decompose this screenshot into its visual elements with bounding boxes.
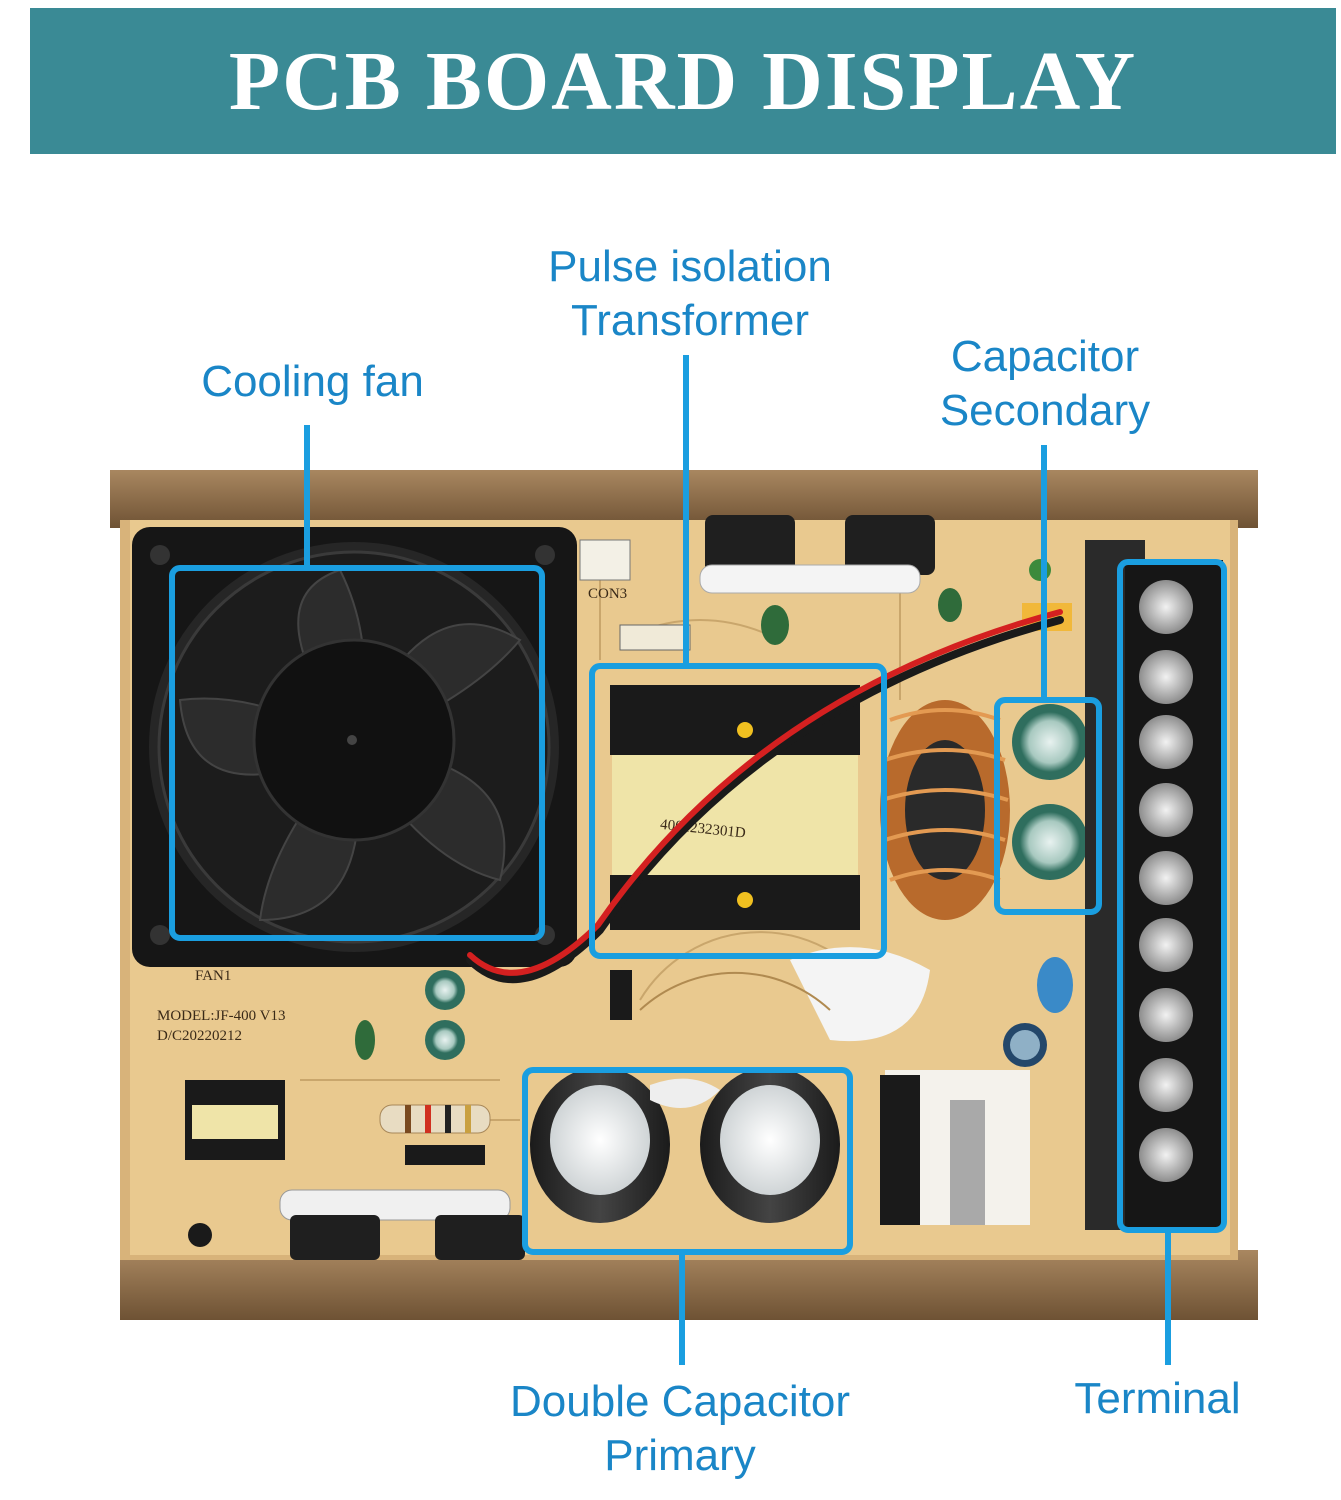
callout-box-capacitor-secondary bbox=[994, 697, 1102, 915]
callout-box-terminal bbox=[1117, 559, 1227, 1233]
callout-box-double-capacitor bbox=[522, 1067, 853, 1255]
fan-ref-marking: FAN1 bbox=[195, 968, 231, 984]
label-cooling-fan: Cooling fan bbox=[201, 357, 424, 406]
secondary-capacitors bbox=[1012, 704, 1088, 880]
label-pulse-transformer: Pulse isolation Transformer bbox=[548, 242, 832, 345]
misc-components bbox=[185, 947, 1073, 1260]
connector-con3: CON3 bbox=[579, 539, 631, 602]
label-terminal: Terminal bbox=[1074, 1374, 1241, 1423]
page-title: PCB BOARD DISPLAY bbox=[228, 34, 1138, 128]
label-double-capacitor-primary: Double Capacitor Primary bbox=[510, 1377, 850, 1480]
toroid-inductor bbox=[880, 700, 1010, 920]
callouts bbox=[169, 355, 1227, 1365]
callout-box-cooling-fan bbox=[169, 565, 545, 941]
terminal-screws bbox=[1139, 580, 1193, 1182]
terminal-block bbox=[1085, 540, 1223, 1230]
label-capacitor-secondary: Capacitor Secondary bbox=[939, 332, 1151, 435]
fan-wire bbox=[466, 609, 1064, 984]
primary-capacitors bbox=[530, 971, 840, 1223]
date-code-marking: D/C20220212 bbox=[157, 1028, 242, 1044]
svg-text:CON3: CON3 bbox=[588, 586, 627, 602]
cooling-fan bbox=[132, 527, 577, 967]
title-banner: PCB BOARD DISPLAY bbox=[30, 8, 1336, 154]
model-marking: MODEL:JF-400 V13 bbox=[157, 1008, 285, 1024]
callout-box-transformer bbox=[589, 663, 887, 959]
